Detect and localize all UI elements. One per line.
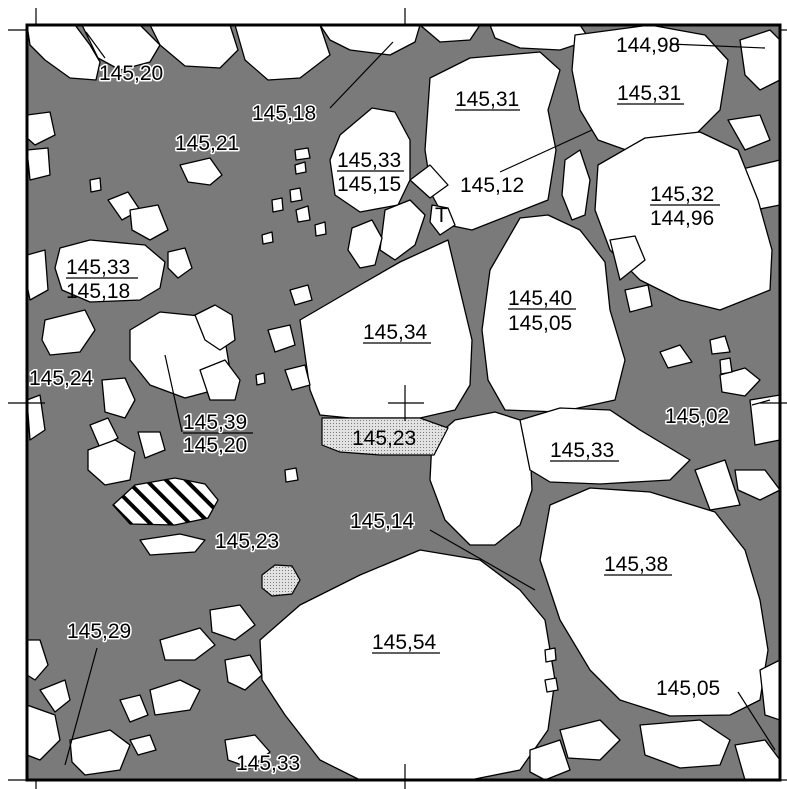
elevation-label: 145,39 xyxy=(183,411,247,434)
elevation-label: 145,29 xyxy=(67,620,131,643)
elevation-label: 144,98 xyxy=(616,34,680,57)
grid-ticks xyxy=(8,8,787,789)
elevation-label: 145,54 xyxy=(372,631,437,654)
elevation-label: 145,20 xyxy=(99,62,163,85)
value-underlines xyxy=(66,103,720,654)
elevation-label: 145,21 xyxy=(175,132,239,155)
elevation-label: 145,33 xyxy=(236,752,300,775)
elevation-label: 145,32 xyxy=(650,183,714,206)
leader-lines xyxy=(64,31,776,766)
stippled-patch-2 xyxy=(261,564,301,597)
elevation-label: 145,24 xyxy=(29,367,94,390)
elevation-label: 145,33 xyxy=(66,256,130,279)
elevation-labels: 145,20 145,18 145,21 145,31 144,98 145,3… xyxy=(28,34,731,777)
elevation-label: 145,12 xyxy=(460,174,524,197)
elevation-label: 145,33 xyxy=(337,149,401,172)
elevation-label: 145,14 xyxy=(350,510,415,533)
elevation-label: 145,23 xyxy=(352,427,416,450)
elevation-label: 145,02 xyxy=(665,405,729,428)
stippled-patch-1 xyxy=(321,417,449,456)
elevation-label: T xyxy=(435,204,448,227)
elevation-label: 145,31 xyxy=(455,88,519,111)
elevation-label: 145,33 xyxy=(550,439,614,462)
elevation-label: 145,05 xyxy=(656,677,720,700)
elevation-label: 144,96 xyxy=(650,207,714,230)
elevation-label: 145,31 xyxy=(617,82,681,105)
elevation-label: 145,18 xyxy=(252,102,316,125)
hatched-stone xyxy=(112,477,219,526)
elevation-label: 145,20 xyxy=(183,434,247,457)
elevation-label: 145,34 xyxy=(363,321,428,344)
stones-layer xyxy=(27,25,780,780)
elevation-label: 145,40 xyxy=(508,287,572,310)
elevation-label: 145,38 xyxy=(604,553,668,576)
elevation-label: 145,23 xyxy=(215,530,279,553)
elevation-label: 145,18 xyxy=(66,280,130,303)
elevation-label: 145,15 xyxy=(337,173,401,196)
elevation-label: 145,05 xyxy=(508,312,572,335)
